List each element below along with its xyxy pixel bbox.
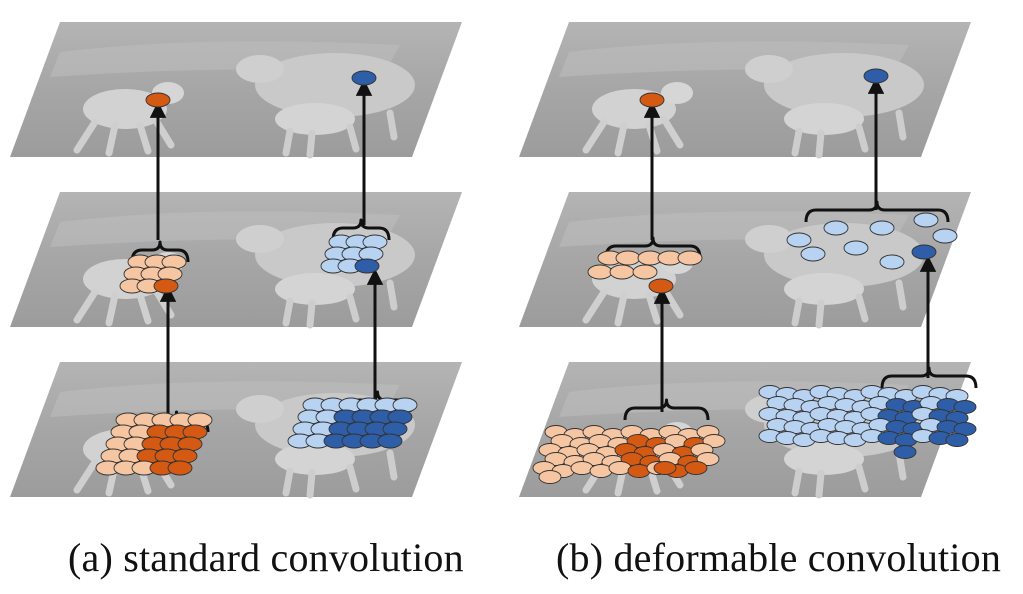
sampling-point [945,433,969,447]
bracket [623,398,710,421]
sheep-image-plane [519,192,971,329]
sampling-point [684,461,708,475]
sampling-point [627,464,651,478]
sampling-point [587,264,613,280]
sheep-head [236,55,284,83]
bracket [130,240,190,263]
sampling-point [648,278,674,294]
sheep-head [236,395,284,423]
bracket [804,200,950,223]
sampling-point [696,452,720,466]
sampling-point [639,92,665,108]
sampling-point [800,246,826,262]
sampling-point [354,258,380,274]
lamb-head [661,82,693,104]
sheep-head [745,55,793,83]
sampling-point [609,264,635,280]
small-lamb-body [784,443,864,475]
sheep-head [236,225,284,253]
sheep-legs [282,449,398,499]
sampling-point [153,278,179,294]
sheep-head [745,225,793,253]
sampling-point [157,266,183,282]
sampling-point [358,246,384,262]
sampling-point [913,212,939,228]
sampling-point [538,470,562,484]
lamb-legs [73,455,175,497]
bracket [331,218,391,241]
sampling-point [589,464,613,478]
sampling-point [653,461,677,475]
sampling-point [932,228,958,244]
sampling-point [167,460,193,476]
sampling-point [823,220,849,236]
sheep-legs [791,109,907,159]
sampling-point [570,461,594,475]
bracket [604,236,702,259]
small-lamb-body [275,103,355,135]
sheep-legs [791,449,907,499]
sheep-legs [282,279,398,329]
sampling-point [377,433,403,449]
sampling-point [869,220,895,236]
sheep-image-plane [10,22,462,159]
lamb-legs [582,115,684,157]
arrows [149,77,937,436]
sampling-point [632,264,658,280]
sampling-point [608,461,632,475]
lamb-legs [582,285,684,327]
sampling-point [879,254,905,270]
caption-standard-convolution: (a) standard convolution [68,535,464,580]
sampling-point [615,250,641,266]
sampling-point [702,434,726,448]
sampling-point [351,70,377,86]
sheep-image-plane [519,22,971,159]
lamb-legs [73,115,175,157]
small-lamb-body [784,103,864,135]
small-lamb-body [784,273,864,305]
small-lamb-body [275,273,355,305]
sampling-point [863,68,889,84]
sampling-point [362,234,388,250]
sheep-legs [791,279,907,329]
sampling-point [911,244,937,260]
sheep-body [764,53,924,117]
small-lamb-body [275,443,355,475]
sheep-body [255,53,415,117]
sampling-points [95,68,977,484]
bracket [880,366,978,389]
sampling-point [893,445,917,459]
sampling-point [843,240,869,256]
sampling-point [677,250,703,266]
caption-deformable-convolution: (b) deformable convolution [556,535,1002,580]
sheep-image-plane [10,192,462,329]
sampling-point [145,92,171,108]
sampling-point [161,254,187,270]
sheep-legs [282,109,398,159]
lamb-legs [73,285,175,327]
sampling-point [786,232,812,248]
